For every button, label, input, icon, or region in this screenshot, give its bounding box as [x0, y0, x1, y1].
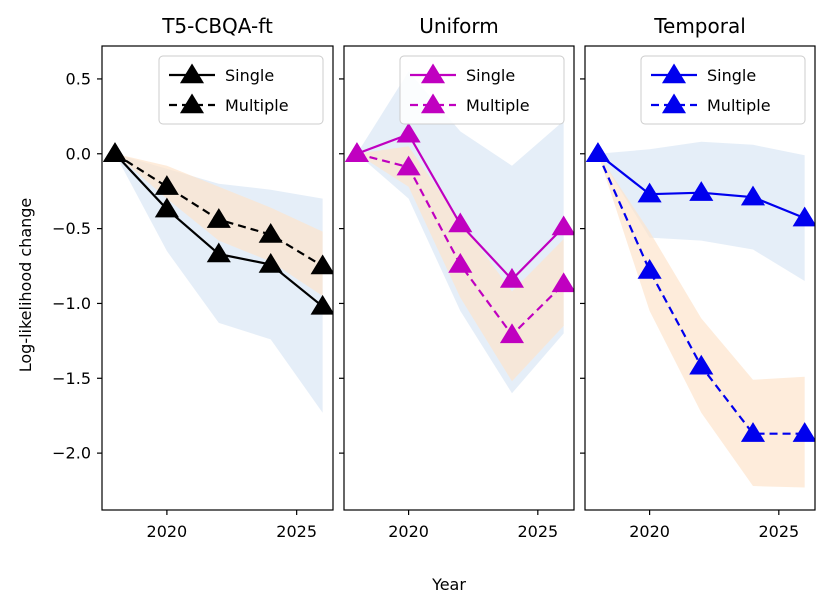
data-point — [792, 422, 815, 442]
x-tick-label: 2020 — [147, 522, 188, 541]
data-point — [585, 142, 610, 162]
data-point — [310, 294, 333, 315]
data-point — [396, 122, 421, 143]
data-point — [396, 155, 421, 176]
panel-0: 0.5 0.0 −0.5 −1.0 −1.5 −2.0 2020 2025 T5-CBQA-ft… — [52, 14, 334, 541]
data-point — [258, 223, 283, 243]
legend-marker — [179, 63, 205, 84]
legend-marker — [420, 63, 446, 84]
legend-marker — [179, 93, 205, 114]
x-axis-label: Year — [431, 575, 466, 594]
data-point — [258, 252, 283, 273]
data-point — [740, 185, 766, 206]
y-tick-label: −1.5 — [52, 369, 91, 388]
data-point — [551, 272, 574, 293]
data-point — [448, 252, 473, 273]
data-point — [689, 181, 714, 201]
data-point — [637, 258, 662, 279]
data-point — [551, 215, 574, 236]
data-point — [206, 208, 231, 228]
legend-marker — [661, 63, 687, 84]
data-point — [689, 354, 714, 375]
panel-frame — [343, 45, 575, 511]
legend-label: Multiple — [225, 96, 289, 115]
y-tick-label: −1.0 — [52, 294, 91, 313]
legend-label: Single — [707, 66, 756, 85]
data-point — [637, 182, 662, 203]
y-tick-label: −2.0 — [52, 444, 91, 463]
panel-frame — [584, 45, 816, 511]
band-single — [597, 141, 805, 281]
y-axis-label: Log-likelihood change — [16, 198, 35, 373]
x-tick-label: 2025 — [276, 522, 317, 541]
data-point — [499, 267, 525, 288]
data-point — [448, 212, 473, 233]
data-point — [499, 323, 525, 344]
x-tick-label: 2020 — [629, 522, 670, 541]
data-point — [344, 142, 369, 162]
panels-layer: 0.5 0.0 −0.5 −1.0 −1.5 −2.0 2020 2025 T5-CBQA-ft… — [52, 14, 816, 541]
band-multiple — [597, 153, 805, 488]
data-point — [206, 242, 231, 263]
panel-title: T5-CBQA-ft — [161, 14, 273, 38]
panel-title: Temporal — [653, 14, 746, 38]
data-point — [154, 175, 179, 195]
y-tick-label: −0.5 — [52, 219, 91, 238]
y-tick-label: 0.5 — [66, 69, 91, 88]
data-point — [310, 254, 333, 275]
legend-label: Multiple — [707, 96, 771, 115]
legend-label: Multiple — [466, 96, 530, 115]
legend-label: Single — [225, 66, 274, 85]
legend-label: Single — [466, 66, 515, 85]
legend-marker — [661, 93, 687, 114]
x-tick-label: 2025 — [517, 522, 558, 541]
data-point — [102, 142, 128, 162]
panel-title: Uniform — [419, 14, 499, 38]
data-point — [740, 422, 766, 442]
data-point — [154, 197, 179, 218]
plot-area — [102, 142, 333, 413]
plot-area — [344, 71, 574, 394]
legend-marker — [420, 93, 446, 114]
plot-area — [585, 141, 815, 488]
y-tick-label: 0.0 — [66, 144, 91, 163]
panel-frame — [101, 45, 334, 511]
x-tick-label: 2020 — [388, 522, 429, 541]
x-tick-label: 2025 — [758, 522, 799, 541]
data-point — [792, 206, 815, 227]
